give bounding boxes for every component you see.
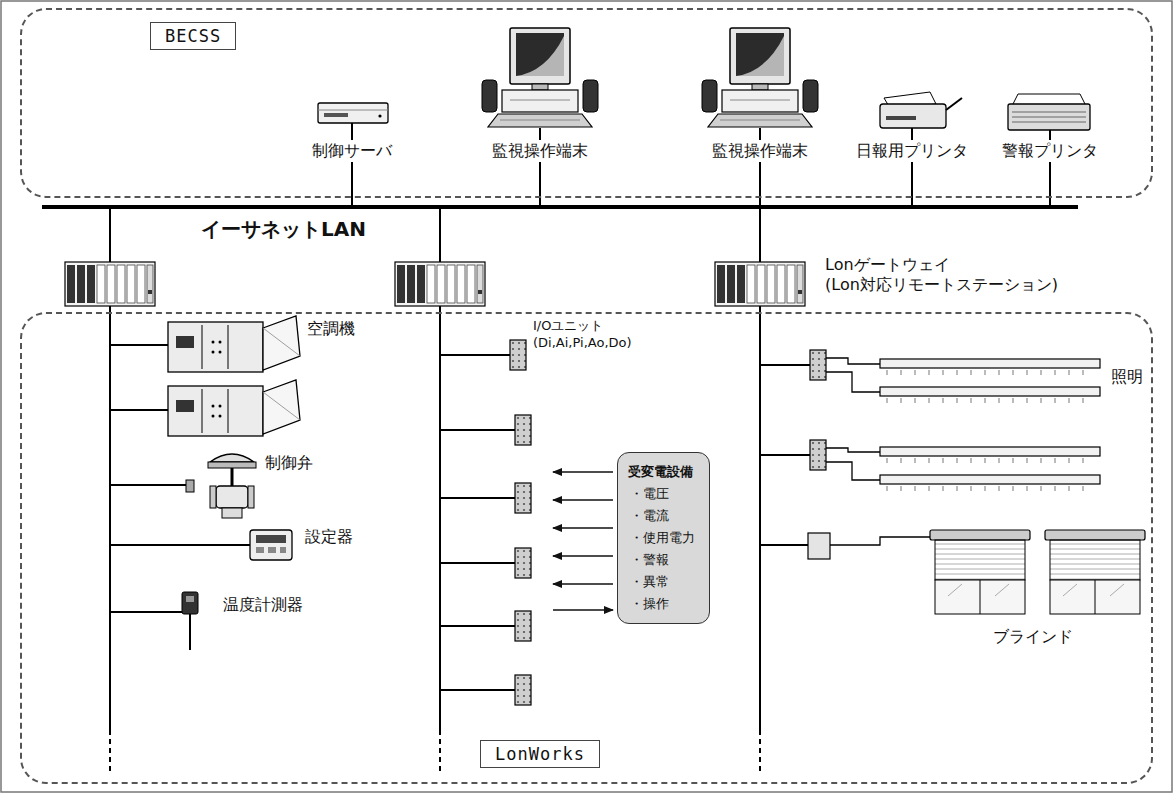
device-label: Lonゲートウェイ (Lon対応リモートステーション) <box>822 254 1098 296</box>
blind <box>930 530 1145 614</box>
air-handler <box>168 380 300 436</box>
report-printer <box>880 92 962 128</box>
region-title: BECSS <box>150 22 236 50</box>
light-fixture <box>880 475 1100 493</box>
light-fixture <box>880 387 1100 405</box>
blind-controller <box>808 533 830 559</box>
device-label: 設定器 <box>302 526 356 548</box>
io-unit <box>515 675 531 705</box>
network-region: LonWorks 受変電設備・電圧・電流・使用電力・警報・異常・操作 <box>20 312 1153 784</box>
device-label: 制御サーバ <box>309 140 395 162</box>
lon-gateway <box>395 262 485 306</box>
region-title: LonWorks <box>480 740 600 768</box>
device-label: イーサネットLAN <box>198 216 369 242</box>
lon-gateway <box>715 262 805 306</box>
setting-device <box>250 530 292 560</box>
light-fixture <box>880 447 1100 465</box>
control-valve <box>186 454 256 518</box>
box-item: ・使用電力 <box>628 527 699 549</box>
box-item: ・警報 <box>628 549 699 571</box>
lon-gateway <box>65 262 155 306</box>
air-handler <box>168 316 300 372</box>
device-label: 照明 <box>1108 366 1146 388</box>
signal-arrow <box>553 472 613 610</box>
io-unit <box>515 483 531 513</box>
box-title: 受変電設備 <box>628 461 699 483</box>
box-item: ・電流 <box>628 505 699 527</box>
device-label: 警報プリンタ <box>999 140 1101 162</box>
io-unit <box>515 415 531 445</box>
io-unit <box>515 548 531 578</box>
io-unit <box>510 340 526 370</box>
light-fixture <box>880 359 1100 377</box>
ethernet-lan <box>42 122 1078 207</box>
system-region: BECSS <box>20 8 1153 198</box>
lon-bus <box>110 207 810 775</box>
device-label: 監視操作端末 <box>709 140 811 162</box>
device-label: ブラインド <box>990 626 1076 648</box>
temperature-sensor <box>182 592 198 650</box>
box-item: ・操作 <box>628 593 699 615</box>
box-item: ・異常 <box>628 571 699 593</box>
device-label: 日報用プリンタ <box>853 140 971 162</box>
device-label: I/Oユニット (Di,Ai,Pi,Ao,Do) <box>530 316 686 352</box>
io-unit <box>515 611 531 641</box>
device-label: 空調機 <box>304 318 358 340</box>
device-label: 温度計測器 <box>220 594 306 616</box>
device-label: 監視操作端末 <box>489 140 591 162</box>
lighting-controller <box>810 440 826 470</box>
control-server <box>318 103 388 123</box>
equipment-box: 受変電設備・電圧・電流・使用電力・警報・異常・操作 <box>617 452 710 624</box>
box-item: ・電圧 <box>628 483 699 505</box>
device-label: 制御弁 <box>262 452 316 474</box>
operator-terminal <box>482 28 598 127</box>
lighting-controller <box>810 350 826 380</box>
alarm-printer <box>1008 94 1090 130</box>
operator-terminal <box>702 28 818 127</box>
